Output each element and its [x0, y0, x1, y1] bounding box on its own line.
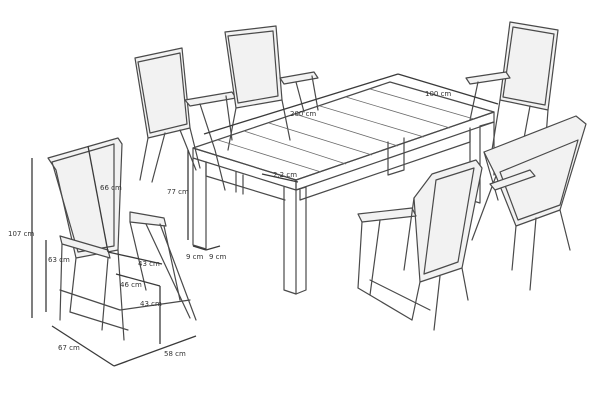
label-table-width: 100 cm: [425, 90, 451, 98]
chair-back-left: [134, 47, 237, 191]
chair-front-center: [357, 159, 483, 331]
dimension-lines: [31, 73, 499, 367]
label-top-thickness: 2,2 cm: [273, 171, 297, 179]
label-table-height: 77 cm: [167, 188, 189, 196]
chair-back-right: [465, 21, 559, 161]
label-chair-depth: 67 cm: [58, 344, 80, 352]
label-backrest-height: 66 cm: [100, 184, 122, 192]
label-seat-width: 43 cm: [138, 260, 160, 268]
label-table-length: 200 cm: [290, 110, 316, 118]
label-seat-depth: 46 cm: [120, 281, 142, 289]
label-leg-depth: 9 cm: [186, 253, 204, 261]
chair-front-left: [47, 137, 197, 341]
label-armrest-height: 63 cm: [48, 256, 70, 264]
label-leg-width: 9 cm: [209, 253, 227, 261]
chair-front-right: [471, 115, 587, 291]
dimension-labels: 200 cm 100 cm 77 cm 2,2 cm 9 cm 9 cm 107…: [8, 90, 451, 358]
chair-back-center: [224, 25, 319, 151]
label-seat-height: 43 cm: [140, 300, 162, 308]
label-chair-height: 107 cm: [8, 230, 34, 238]
label-chair-width: 58 cm: [164, 350, 186, 358]
